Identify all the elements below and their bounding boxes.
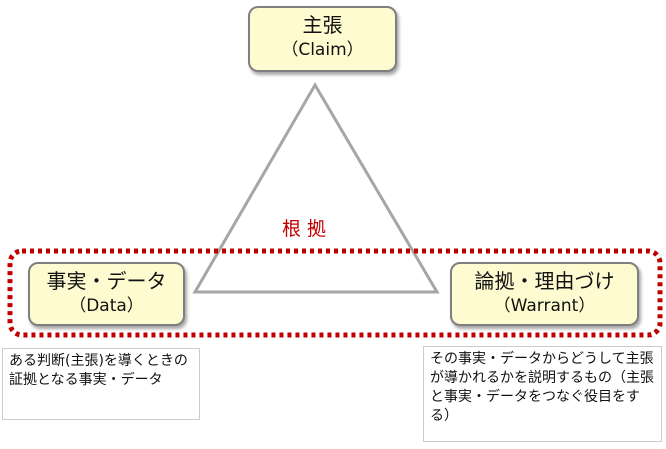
data-box: 事実・データ （Data） (28, 262, 185, 326)
data-note: ある判断(主張)を導くときの証拠となる事実・データ (2, 348, 200, 420)
claim-box: 主張 （Claim） (248, 6, 397, 72)
warrant-title: 論拠・理由づけ (474, 269, 615, 293)
toulmin-triangle (192, 82, 440, 294)
warrant-subtitle: （Warrant） (493, 296, 596, 316)
claim-subtitle: （Claim） (281, 40, 364, 60)
warrant-box: 論拠・理由づけ （Warrant） (450, 262, 639, 326)
data-title: 事実・データ (46, 269, 167, 293)
data-subtitle: （Data） (69, 296, 144, 316)
grounds-dotted-frame (7, 248, 663, 338)
warrant-note: その事実・データからどうして主張が導かれるかを説明するもの（主張と事実・データを… (423, 346, 662, 442)
claim-title: 主張 (302, 13, 343, 37)
grounds-label: 根拠 (282, 218, 333, 240)
